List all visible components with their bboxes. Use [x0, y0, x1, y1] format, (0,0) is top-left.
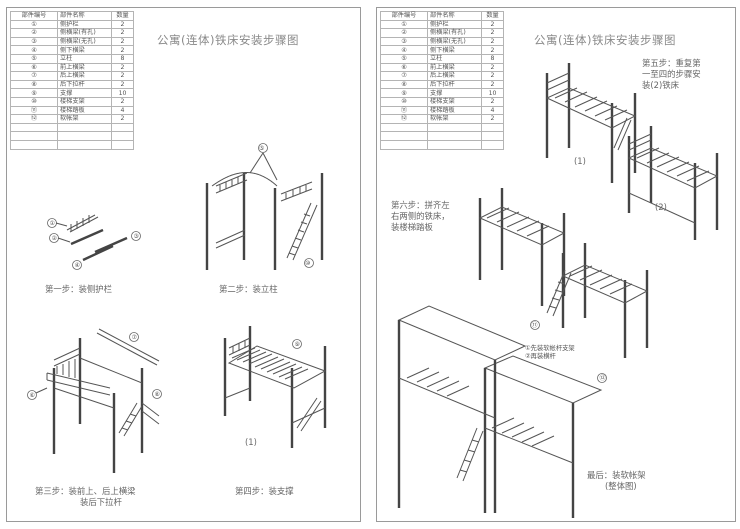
step6-drawing: ⑪ — [478, 188, 649, 358]
step1-caption: 第一步：装侧护栏 — [45, 284, 112, 294]
callout-4: ④ — [75, 262, 80, 269]
step3-beam-drawing: ⑦ ⑥ ⑧ — [27, 328, 162, 473]
step5-caption-line2: 一至四的步骤安 — [642, 69, 701, 79]
callout-1: ① — [50, 220, 55, 227]
callout-5: ⑤ — [259, 145, 264, 152]
step4-support-drawing: ⑨ — [223, 326, 327, 448]
final-drawing: ⑫ — [397, 305, 607, 518]
step5-caption-line3: 装(2)铁床 — [642, 80, 679, 90]
final-caption-line1: 最后：装软帐架 — [587, 470, 646, 480]
step3-caption-line2: 装后下拉杆 — [80, 497, 122, 507]
bed1-label: (1) — [245, 437, 257, 447]
step3-caption-line1: 第三步：装前上、后上横梁 — [35, 486, 136, 496]
bed2-drawing — [627, 126, 719, 240]
assembly-drawing-right: ⑪ ⑫ — [397, 63, 719, 518]
bed1-label-right: (1) — [574, 156, 586, 166]
sheet-title: 公寓(连体)铁床安装步骤图 — [157, 33, 299, 47]
parts-table-cell — [111, 139, 134, 150]
step1-side-rail-drawing: ① ② ④ ③ — [47, 214, 141, 270]
step2-caption: 第二步：装立柱 — [219, 284, 278, 294]
assembly-drawing-left: ① ② ④ ③ ⑤ ⑩ — [27, 143, 327, 473]
final-caption-line2: (整体图) — [605, 481, 637, 491]
callout-11: ⑪ — [532, 321, 538, 329]
callout-6: ⑥ — [30, 392, 35, 399]
parts-table-row — [10, 139, 134, 150]
callout-3: ③ — [134, 233, 139, 240]
parts-table-cell — [481, 139, 504, 150]
callout-9: ⑨ — [295, 341, 300, 348]
note-line1: ①先装软帐杆支架 — [525, 345, 575, 352]
bed1-drawing — [545, 63, 637, 183]
step2-post-drawing: ⑤ ⑩ — [205, 143, 324, 270]
note-line2: ②再装横杆 — [525, 353, 556, 360]
callout-12: ⑫ — [600, 374, 606, 382]
parts-table-row — [380, 139, 504, 150]
step6-caption-line1: 第六步：拼齐左 — [391, 200, 450, 210]
callout-10: ⑩ — [305, 260, 310, 267]
step6-caption-line3: 装楼梯踏板 — [391, 222, 433, 232]
callout-7: ⑦ — [132, 334, 138, 341]
callout-8: ⑧ — [155, 391, 160, 398]
step5-caption-line1: 第五步：重复第 — [642, 58, 701, 68]
step6-caption-line2: 右两侧的铁床， — [391, 211, 450, 221]
step4-caption: 第四步：装支撑 — [235, 486, 294, 496]
bed2-label: (2) — [655, 202, 667, 212]
sheet-title: 公寓(连体)铁床安装步骤图 — [534, 33, 676, 47]
callout-2: ② — [52, 235, 58, 242]
